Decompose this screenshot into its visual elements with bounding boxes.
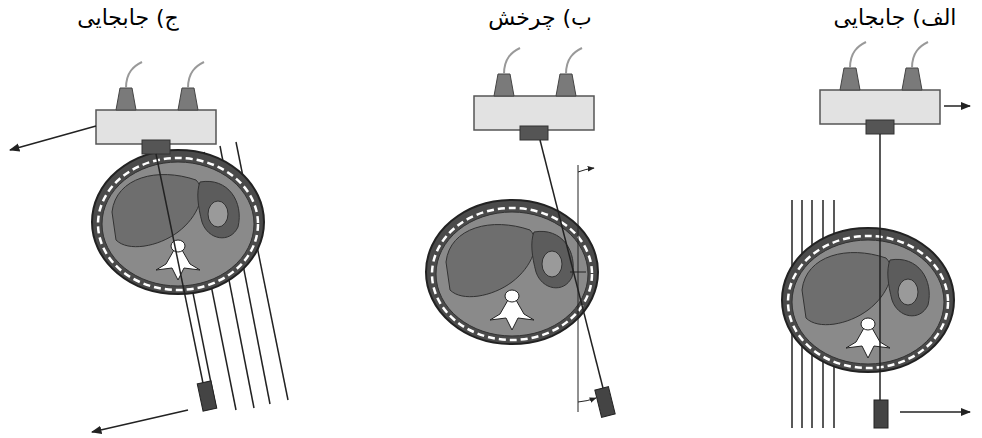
panel-caption: الف) جابجایی (832, 6, 959, 30)
panel-caption: ب) چرخش (486, 6, 594, 30)
panel-caption: ج) جابجایی (75, 6, 181, 30)
